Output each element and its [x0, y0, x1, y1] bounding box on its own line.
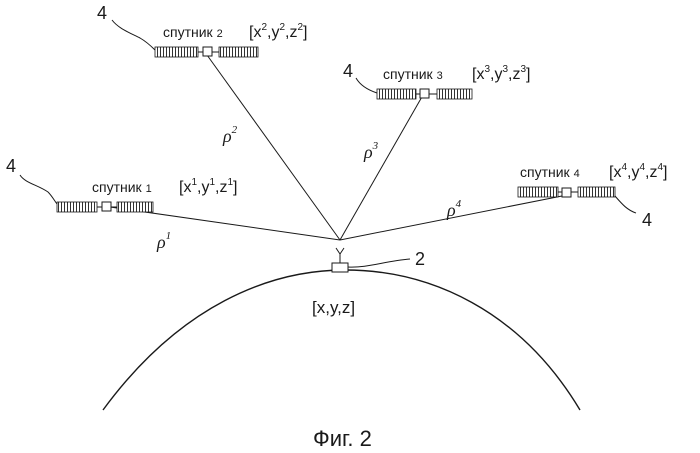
- satellite-4: 4 спутник 4 [x4,y4,z4] ρ4: [446, 162, 668, 230]
- solar-panel-right: [219, 47, 258, 57]
- range-label-1: ρ1: [156, 230, 171, 252]
- range-line-2: [207, 55, 340, 240]
- range-label-3: ρ3: [363, 140, 379, 162]
- satellite-body: [562, 188, 571, 197]
- solar-panel-right: [117, 202, 153, 212]
- satellite-1: 4 спутник 1 [x1,y1,z1] ρ1: [6, 156, 238, 252]
- satellite-ref-number: 4: [343, 61, 353, 81]
- satellite-coordinates: [x4,y4,z4]: [609, 162, 668, 181]
- solar-panel-left: [155, 47, 198, 57]
- satellite-label: спутник 2: [163, 24, 223, 40]
- solar-panel-right: [437, 89, 472, 99]
- range-line-3: [340, 95, 423, 240]
- satellite-ref-number: 4: [6, 156, 16, 176]
- satellite-2: 4 спутник 2 [x2,y2,z2] ρ2: [97, 3, 308, 146]
- antenna-icon: [336, 248, 344, 263]
- solar-panel-left: [57, 202, 97, 212]
- receiver-box: [332, 263, 348, 272]
- satellite-body: [420, 89, 429, 98]
- range-label-2: ρ2: [222, 124, 238, 146]
- receiver-leader-line: [348, 259, 410, 267]
- figure-caption: Фиг. 2: [313, 426, 372, 451]
- solar-panel-left: [518, 187, 558, 197]
- satellite-ref-number: 4: [642, 210, 652, 230]
- satellite-label: спутник 4: [520, 164, 580, 180]
- receiver-ref-number: 2: [415, 249, 425, 269]
- satellite-3: 4 спутник 3 [x3,y3,z3] ρ3: [343, 61, 531, 162]
- satellite-ref-number: 4: [97, 3, 107, 23]
- satellite-coordinates: [x1,y1,z1]: [179, 177, 238, 196]
- solar-panel-right: [578, 187, 615, 197]
- satellite-coordinates: [x2,y2,z2]: [249, 22, 308, 41]
- ref-leader-line: [20, 175, 57, 204]
- solar-panel-left: [377, 89, 416, 99]
- receiver-coordinates: [x,y,z]: [312, 298, 355, 317]
- ref-leader-line: [356, 78, 377, 93]
- ref-leader-line: [615, 196, 636, 213]
- satellite-label: спутник 3: [383, 66, 443, 82]
- ref-leader-line: [112, 20, 155, 50]
- satellite-coordinates: [x3,y3,z3]: [472, 64, 531, 83]
- receiver: 2 [x,y,z]: [312, 248, 425, 317]
- satellite-body: [203, 47, 212, 56]
- satellite-label: спутник 1: [92, 179, 152, 195]
- earth-surface-arc: [103, 270, 580, 410]
- satellite-body: [102, 202, 111, 211]
